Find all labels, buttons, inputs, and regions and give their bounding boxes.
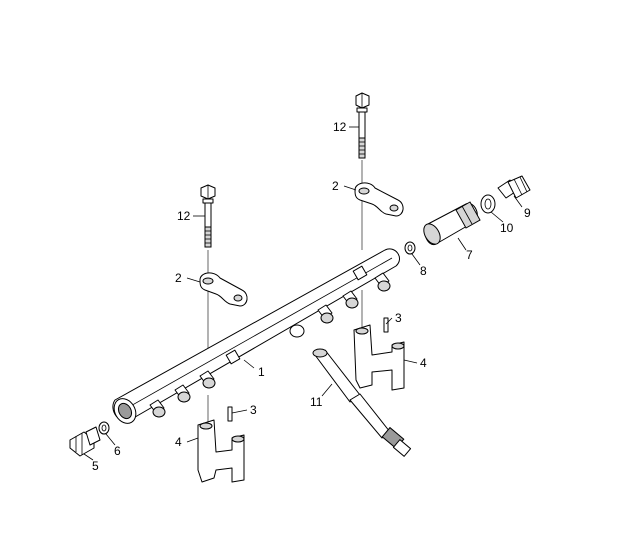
union-fitting — [497, 175, 531, 199]
assembly-axis-lines — [207, 160, 363, 425]
callout-2-upper: 2 — [332, 179, 339, 193]
bracket-right — [353, 324, 405, 391]
sealing-washer-left — [98, 421, 110, 435]
callout-4-lower: 4 — [175, 435, 182, 449]
fuel-pressure-sensor — [312, 348, 412, 457]
pressure-relief-valve — [423, 201, 481, 246]
clamp-left — [199, 272, 248, 307]
dowel-pins — [227, 317, 389, 422]
callout-labels: 1 2 2 3 3 4 4 5 6 7 8 9 10 11 12 12 — [92, 120, 531, 473]
rail-outlet-bosses — [149, 272, 391, 418]
callout-10: 10 — [500, 221, 514, 235]
clamp-upper — [354, 182, 404, 217]
bolt-left — [200, 184, 216, 248]
leader-lines — [83, 126, 523, 461]
bracket-lower — [197, 419, 245, 483]
bolt-upper — [355, 92, 370, 159]
callout-3-upper: 3 — [395, 311, 402, 325]
callout-2-left: 2 — [175, 271, 182, 285]
callout-5: 5 — [92, 459, 99, 473]
callout-11: 11 — [310, 395, 323, 409]
callout-3-lower: 3 — [250, 403, 257, 417]
callout-8: 8 — [420, 264, 427, 278]
end-plug — [69, 426, 101, 457]
sealing-washer-rail — [404, 241, 416, 255]
callout-1: 1 — [258, 365, 265, 379]
sealing-washer-valve — [480, 194, 496, 214]
callout-12-left: 12 — [177, 209, 191, 223]
callout-4-right: 4 — [420, 356, 427, 370]
callout-9: 9 — [524, 206, 531, 220]
callout-7: 7 — [466, 248, 473, 262]
callout-12-upper: 12 — [333, 120, 347, 134]
fuel-rail — [112, 248, 400, 424]
callout-6: 6 — [114, 444, 121, 458]
